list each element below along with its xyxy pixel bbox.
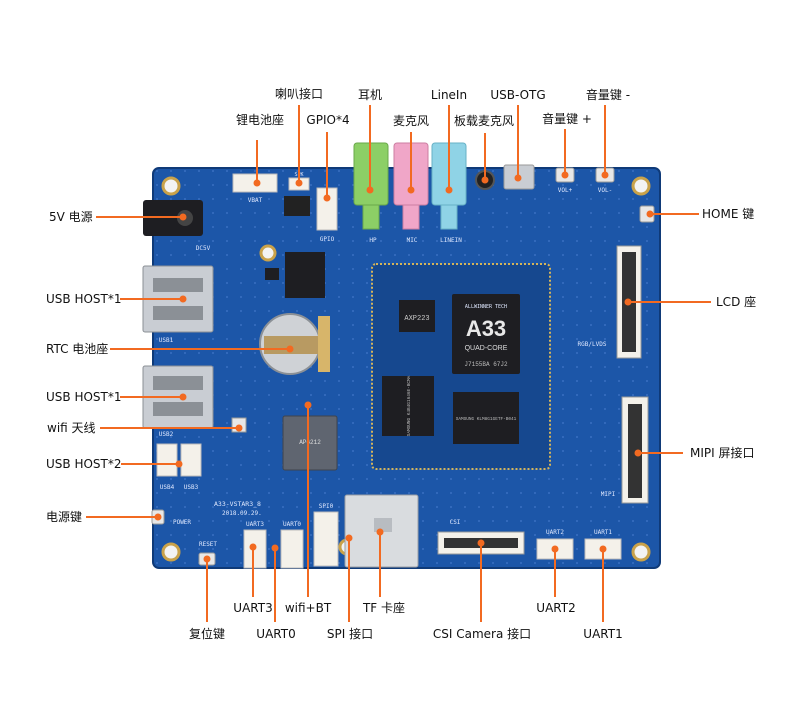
- silk-power: POWER: [173, 519, 191, 526]
- label-uart0: UART0: [256, 627, 296, 641]
- silk-reset: RESET: [199, 541, 217, 548]
- label-rtc-battery: RTC 电池座: [46, 342, 109, 356]
- label-home-key: HOME 键: [702, 207, 755, 221]
- label-usb-host-1b: USB HOST*1: [46, 390, 122, 404]
- label-speaker-connector: 喇叭接口: [274, 87, 324, 101]
- silk-volm: VOL-: [598, 187, 612, 194]
- silk-spi0: SPI0: [319, 503, 334, 510]
- silk-usb3: USB3: [184, 484, 199, 491]
- soc-sub-text: QUAD-CORE: [465, 345, 508, 352]
- soc-chip: [452, 294, 520, 374]
- soc-model-text: A33: [466, 316, 506, 341]
- silk-uart2: UART2: [546, 529, 564, 536]
- label-dc-5v: 5V 电源: [49, 210, 93, 224]
- silk-gpio: GPIO: [320, 236, 335, 243]
- label-uart3: UART3: [233, 601, 273, 615]
- usb4-header: [156, 443, 178, 477]
- wifi-module-text: AP6212: [299, 439, 321, 446]
- ram-chip: [382, 376, 434, 436]
- leader-lines: [86, 105, 711, 622]
- silk-linein: LINEIN: [440, 237, 462, 244]
- silk-dc5v: DC5V: [196, 245, 211, 252]
- label-power-key: 电源键: [46, 510, 83, 524]
- silk-uart0: UART0: [283, 521, 301, 528]
- label-vol-minus: 音量键 -: [585, 88, 631, 102]
- silk-usb1: USB1: [159, 337, 174, 344]
- label-earphone: 耳机: [357, 88, 383, 102]
- wifi-bt-module: [282, 415, 338, 471]
- silk-board-name: A33-VSTAR3_8: [214, 500, 261, 508]
- label-wifi-bt: wifi+BT: [284, 601, 332, 615]
- label-vol-plus: 音量键 +: [542, 112, 592, 126]
- silk-rgb-lvds: RGB/LVDS: [578, 341, 607, 348]
- label-uart1: UART1: [583, 627, 623, 641]
- label-line-in: LineIn: [430, 88, 468, 102]
- silk-board-date: 2018.09.29.: [222, 510, 262, 517]
- ram-text: SAMSUNG K4B4G1646E-BCMA: [407, 375, 412, 436]
- label-uart2: UART2: [536, 601, 576, 615]
- silk-csi: CSI: [450, 519, 461, 526]
- label-wifi-antenna: wifi 天线: [47, 421, 96, 435]
- emmc-chip: [453, 392, 519, 444]
- label-microphone: 麦克风: [392, 114, 430, 128]
- pmic-chip: [399, 300, 435, 332]
- silk-volp: VOL+: [558, 187, 573, 194]
- silk-uart1: UART1: [594, 529, 612, 536]
- label-spi: SPI 接口: [326, 627, 374, 641]
- uart0-header: [280, 529, 304, 569]
- pmic-text: AXP223: [404, 315, 429, 323]
- label-usb-host-1a: USB HOST*1: [46, 292, 122, 306]
- emmc-text: SAMSUNG KLM8G1GETF-B041: [456, 417, 517, 422]
- silk-uart3: UART3: [246, 521, 264, 528]
- silk-vbat: VBAT: [248, 197, 263, 204]
- label-mipi: MIPI 屏接口: [690, 446, 755, 460]
- label-lcd-socket: LCD 座: [716, 295, 757, 309]
- label-onboard-mic: 板载麦克风: [453, 114, 515, 128]
- silk-mic: MIC: [407, 237, 418, 244]
- label-lithium-battery-socket: 锂电池座: [235, 113, 285, 127]
- label-csi-camera: CSI Camera 接口: [432, 627, 532, 641]
- label-tf-socket: TF 卡座: [362, 601, 406, 615]
- silk-mipi: MIPI: [601, 491, 616, 498]
- spi-header: [313, 511, 339, 567]
- label-reset-key: 复位键: [188, 627, 226, 641]
- soc-code-text: J7155BA 67J2: [464, 361, 508, 368]
- soc-brand-text: ALLWINNER TECH: [465, 304, 507, 310]
- label-usb-otg: USB-OTG: [490, 88, 546, 102]
- silk-hp: HP: [369, 237, 377, 244]
- usb3-header: [180, 443, 202, 477]
- label-usb-host-2: USB HOST*2: [46, 457, 122, 471]
- label-gpio: GPIO*4: [306, 113, 350, 127]
- silk-usb4: USB4: [160, 484, 175, 491]
- silk-usb2: USB2: [159, 431, 174, 438]
